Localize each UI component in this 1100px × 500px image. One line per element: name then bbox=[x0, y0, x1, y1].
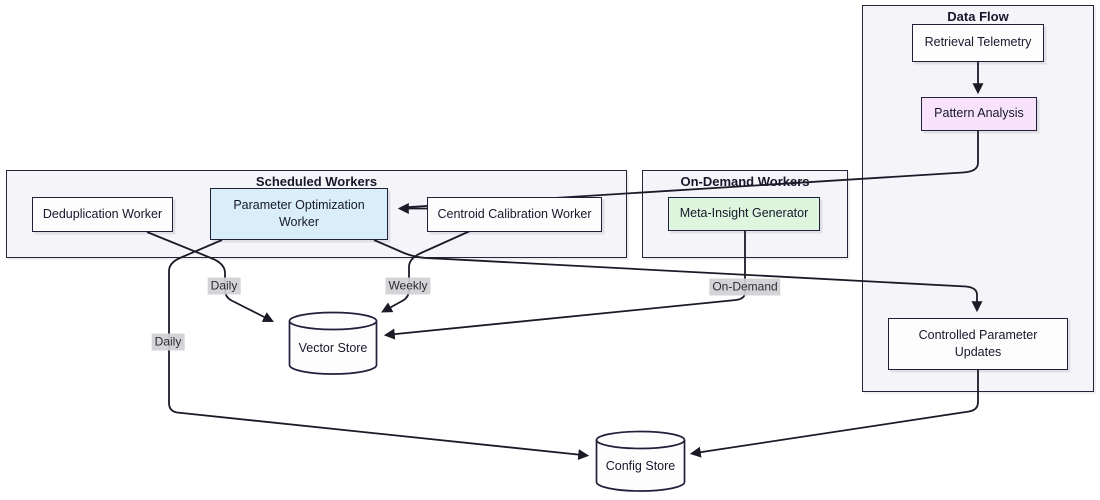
edge-parameter-optimization-to-config-store bbox=[168, 239, 590, 461]
node-config-store: Config Store bbox=[595, 430, 686, 494]
cylinder-shape bbox=[288, 311, 378, 375]
node-label: Parameter Optimization Worker bbox=[233, 197, 365, 230]
node-controlled-parameter-updates: Controlled Parameter Updates bbox=[888, 318, 1068, 370]
edge-meta-insight-to-vector-store bbox=[383, 231, 746, 340]
node-label: Config Store bbox=[605, 459, 676, 473]
node-label: Retrieval Telemetry bbox=[924, 35, 1032, 50]
edge-label-daily-config-store: Daily bbox=[151, 333, 185, 351]
node-deduplication-worker: Deduplication Worker bbox=[32, 197, 173, 232]
node-parameter-optimization-worker: Parameter Optimization Worker bbox=[210, 188, 388, 240]
node-label: Pattern Analysis bbox=[934, 106, 1024, 121]
node-label: Meta-Insight Generator bbox=[679, 206, 809, 221]
subgraph-title: Scheduled Workers bbox=[255, 174, 378, 189]
node-pattern-analysis: Pattern Analysis bbox=[921, 97, 1037, 131]
edge-controlled-updates-to-config-store bbox=[689, 370, 979, 458]
node-label: Controlled Parameter Updates bbox=[918, 327, 1038, 360]
node-meta-insight-generator: Meta-Insight Generator bbox=[668, 197, 820, 231]
cylinder-shape bbox=[595, 430, 686, 492]
edge-label-on-demand: On-Demand bbox=[709, 278, 781, 296]
node-retrieval-telemetry: Retrieval Telemetry bbox=[912, 24, 1044, 62]
node-centroid-calibration-worker: Centroid Calibration Worker bbox=[427, 197, 602, 232]
node-label: Deduplication Worker bbox=[42, 206, 163, 221]
node-label: Centroid Calibration Worker bbox=[437, 206, 592, 221]
subgraph-title: Data Flow bbox=[947, 9, 1009, 24]
edge-label-daily-vector-store: Daily bbox=[207, 277, 241, 295]
edge-pattern-analysis-to-parameter-optimization bbox=[401, 131, 979, 209]
subgraph-title: On-Demand Workers bbox=[680, 174, 810, 189]
edge-centroid-calibration-to-vector-store bbox=[381, 230, 471, 313]
edge-label-weekly: Weekly bbox=[385, 277, 431, 295]
node-vector-store: Vector Store bbox=[288, 311, 378, 377]
edge-parameter-optimization-to-controlled-updates bbox=[373, 239, 983, 313]
node-label: Vector Store bbox=[298, 341, 368, 355]
